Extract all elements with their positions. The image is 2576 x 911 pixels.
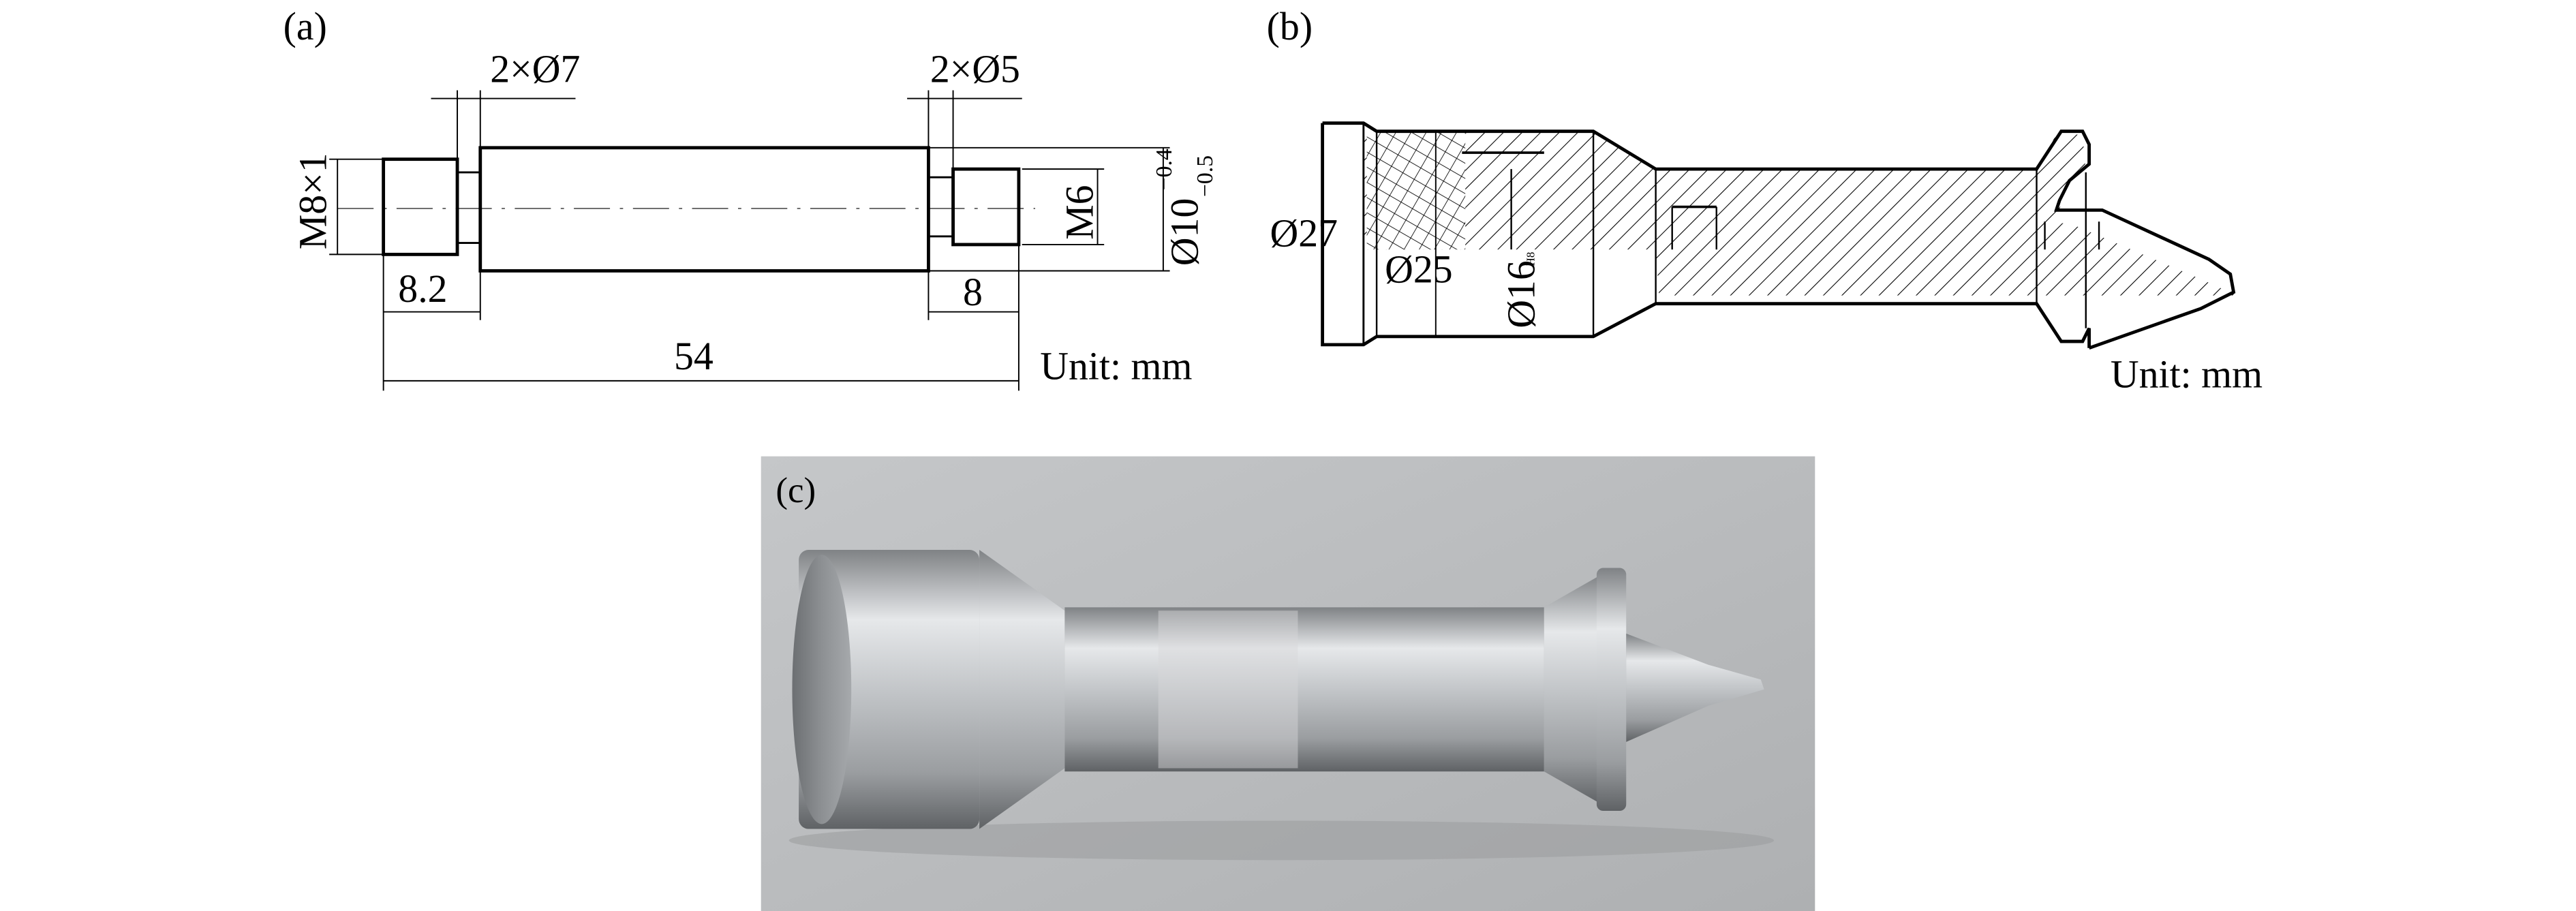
panel-c-photo: (c) — [761, 456, 1815, 911]
unit-label-b: Unit: mm — [2111, 352, 2263, 397]
right-thread-section — [951, 167, 1021, 247]
dim-groove-left: 2×Ø7 — [490, 46, 580, 91]
dim-thread-left: M8×1 — [290, 153, 335, 249]
unit-label-a: Unit: mm — [1040, 343, 1192, 388]
panel-b-drawing: (b) Ø27 Ø25 Ø16 H8 Unit: mm — [1267, 4, 2263, 397]
dim-outer-diameter: Ø27 — [1270, 211, 1338, 255]
left-groove — [456, 171, 482, 244]
dim-diameter: Ø10 — [1163, 198, 1207, 266]
projectile-tip — [1626, 633, 1764, 742]
panel-a-label: (a) — [283, 4, 327, 48]
dim-inner-diameter: Ø16 — [1499, 260, 1543, 328]
dim-length-left: 8.2 — [398, 266, 447, 311]
dimension-lines — [329, 90, 1170, 391]
dim-groove-right: 2×Ø5 — [930, 46, 1020, 91]
projectile-shaft — [1064, 607, 1544, 772]
dim-length-total: 54 — [674, 334, 714, 378]
dim-mid-diameter: Ø25 — [1385, 247, 1453, 291]
panel-c-label: (c) — [776, 471, 816, 510]
tolerance-upper: −0.4 — [1152, 149, 1177, 190]
main-body — [478, 146, 930, 273]
dim-length-right: 8 — [963, 270, 983, 314]
tolerance-h8: H8 — [1524, 252, 1537, 266]
dim-thread-right: M6 — [1057, 185, 1101, 239]
panel-a-drawing: (a) 2×Ø7 2×Ø5 M8×1 M6 Ø10 — [283, 4, 1218, 391]
right-groove — [927, 176, 955, 238]
left-thread-section — [382, 157, 459, 256]
tolerance-lower: −0.5 — [1193, 155, 1218, 197]
panel-b-label: (b) — [1267, 4, 1313, 48]
